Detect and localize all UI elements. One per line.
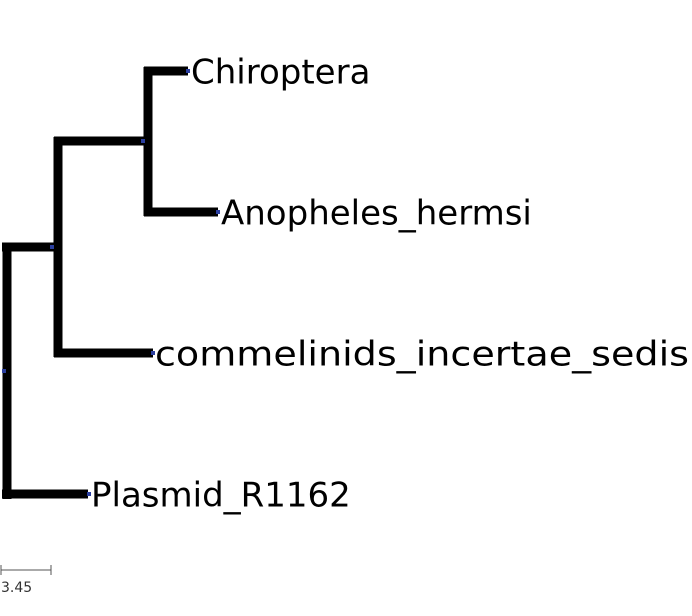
- node-marker-anopheles: [216, 210, 220, 214]
- leaf-labels: Chiroptera Anopheles_hermsi commelinids_…: [91, 53, 689, 516]
- tree-branches: [2, 66, 218, 499]
- node-marker-root: [2, 369, 6, 373]
- leaf-label-commelinids: commelinids_incertae_sedis: [155, 335, 689, 375]
- leaf-label-anopheles: Anopheles_hermsi: [221, 194, 532, 234]
- leaf-label-plasmid: Plasmid_R1162: [91, 476, 351, 516]
- leaf-label-chiroptera: Chiroptera: [191, 53, 370, 93]
- node-marker-commelinids: [151, 351, 155, 355]
- node-marker-inner2: [141, 139, 145, 143]
- node-markers: [2, 69, 220, 496]
- scale-bar-label: 3.45: [1, 580, 32, 596]
- scale-bar: 3.45: [0, 565, 52, 596]
- node-marker-inner1: [50, 245, 54, 249]
- scale-bar-line: [0, 565, 52, 575]
- node-marker-chiroptera: [186, 69, 190, 73]
- node-marker-plasmid: [87, 492, 91, 496]
